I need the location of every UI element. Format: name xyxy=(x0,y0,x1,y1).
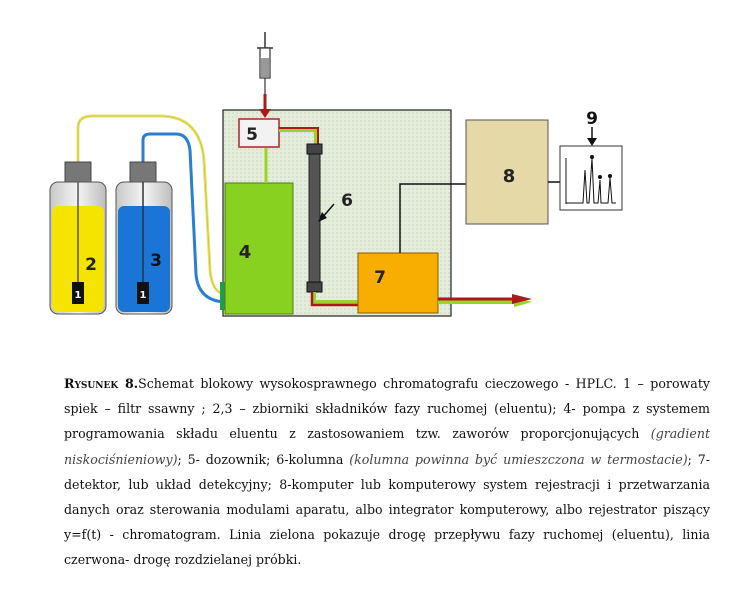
caption-italic-2: (kolumna powinna być umieszczona w termo… xyxy=(349,451,688,467)
label-n8: 8 xyxy=(503,166,516,187)
caption-part-3: ; 7- detektor, lub układ detekcyjny; 8-k… xyxy=(64,451,711,568)
label-n7: 7 xyxy=(374,268,386,288)
blue-tube xyxy=(141,132,225,304)
pump-4 xyxy=(224,182,294,315)
computer-8 xyxy=(465,119,549,225)
label-n6: 6 xyxy=(341,191,353,211)
proportioning-valve xyxy=(220,282,226,310)
chromatogram-trace xyxy=(565,157,616,204)
label-n5: 5 xyxy=(246,125,258,145)
label-n1b: 1 xyxy=(140,290,147,301)
injector-5 xyxy=(238,118,280,148)
label-n2: 2 xyxy=(85,255,97,275)
caption-part-2: ; 5- dozownik; 6-kolumna xyxy=(177,451,350,467)
figure-caption: Rysunek 8.Schemat blokowy wysokosprawneg… xyxy=(64,371,710,573)
reservoir-3: 1 3 xyxy=(115,161,173,315)
caption-lead: Rysunek 8. xyxy=(64,376,139,391)
caption-italic-1: (gradient niskociśnieniowy) xyxy=(64,426,710,467)
column-6 xyxy=(308,145,321,293)
label-n3: 3 xyxy=(150,251,162,271)
hplc-diagram: 1 2 1 3 4 5 6 7 8 xyxy=(49,32,623,317)
reservoir-2: 1 2 xyxy=(49,161,107,315)
label-n1a: 1 xyxy=(75,290,82,301)
detector-7 xyxy=(357,252,439,314)
label-n9: 9 xyxy=(586,109,598,129)
label-n4: 4 xyxy=(239,242,252,263)
caption-part-1: Schemat blokowy wysokosprawnego chromato… xyxy=(64,376,710,442)
